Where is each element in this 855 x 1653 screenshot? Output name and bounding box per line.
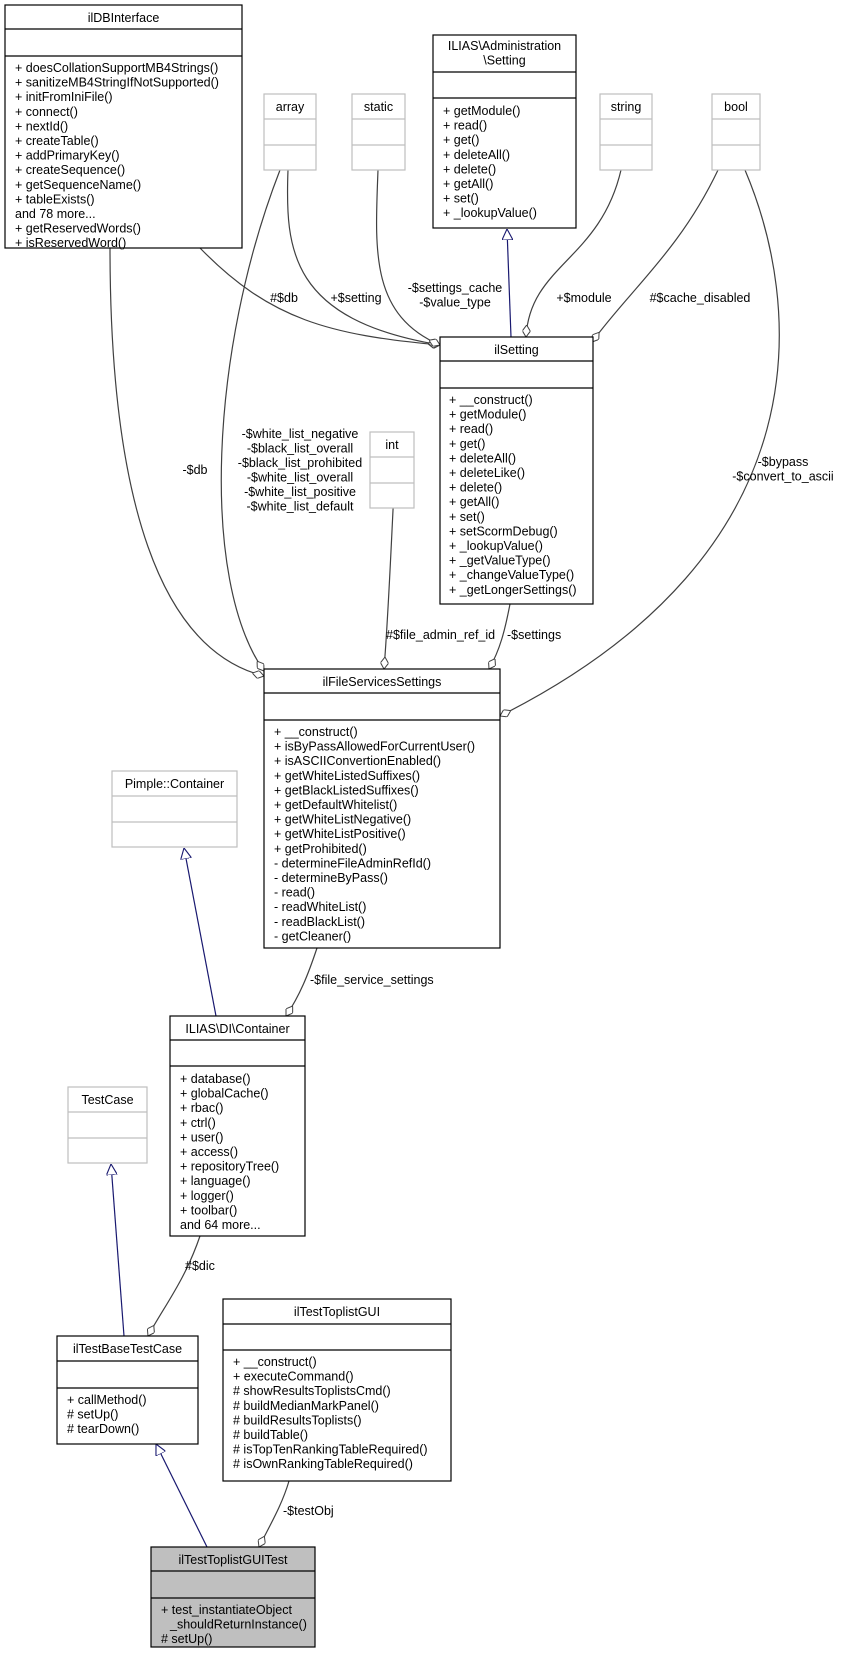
edge-fileservices-to-dicontainer	[286, 947, 318, 1016]
edges	[109, 169, 780, 1548]
class-administration-setting: ILIAS\Administration\Setting + getModule…	[432, 34, 577, 229]
class-array: array	[263, 93, 317, 171]
class-string: string	[599, 93, 653, 171]
edge-ilsetting-to-fileservices	[489, 603, 511, 669]
class-title: static	[364, 100, 393, 114]
class-title: bool	[724, 100, 748, 114]
class-title: ilSetting	[494, 343, 539, 357]
class-title: Pimple::Container	[125, 777, 224, 791]
edge-db-to-ilsetting	[199, 247, 440, 345]
class-members: + __construct() + getModule() + read() +…	[449, 393, 578, 597]
class-members: + getModule() + read() + get() + deleteA…	[443, 104, 537, 220]
class-title: ilFileServicesSettings	[323, 675, 442, 689]
class-title: int	[385, 438, 399, 452]
edge-toplisttest-inherits-basetestcase	[156, 1444, 208, 1548]
class-title: ilTestToplistGUITest	[178, 1553, 288, 1567]
class-title: ilTestBaseTestCase	[73, 1342, 182, 1356]
class-title: TestCase	[81, 1093, 133, 1107]
edge-label-setting: +$setting	[330, 291, 381, 305]
class-ildbinterface: ilDBInterface + doesCollationSupportMB4S…	[4, 4, 243, 250]
class-members: + __construct() + isByPassAllowedForCurr…	[274, 725, 479, 943]
class-members: + doesCollationSupportMB4Strings() + san…	[15, 61, 222, 250]
edge-ilsetting-inherits-adminsetting	[507, 229, 511, 338]
edge-label-file-admin: #$file_admin_ref_id	[386, 628, 495, 642]
edge-label-dic: #$dic	[185, 1259, 215, 1273]
class-di-container: ILIAS\DI\Container + database() + global…	[169, 1015, 306, 1237]
edge-label-file-service: -$file_service_settings	[310, 973, 434, 987]
class-box	[4, 4, 243, 249]
edge-label-testobj: -$testObj	[283, 1504, 334, 1518]
edge-array-to-fileservices	[220, 169, 281, 671]
class-title: ILIAS\Administration\Setting	[448, 39, 561, 68]
class-members: + __construct() + executeCommand() # sho…	[233, 1355, 431, 1471]
class-members: + database() + globalCache() + rbac() + …	[180, 1072, 283, 1232]
class-title: string	[611, 100, 642, 114]
class-iltesttoplistguitest: ilTestToplistGUITest + test_instantiateO…	[150, 1546, 316, 1648]
class-members: + test_instantiateObject _shouldReturnIn…	[161, 1603, 310, 1646]
class-ilsetting: ilSetting + __construct() + getModule() …	[439, 336, 594, 605]
edge-label-white-lists: -$white_list_negative-$black_list_overal…	[238, 427, 362, 514]
class-members: + callMethod() # setUp() # tearDown()	[67, 1393, 150, 1436]
edge-label-db-fss: -$db	[182, 463, 207, 477]
class-title: array	[276, 100, 305, 114]
class-pimple-container: Pimple::Container	[111, 770, 238, 848]
edge-label-settings-cache: -$settings_cache-$value_type	[408, 281, 503, 310]
class-ilfileservicessettings: ilFileServicesSettings + __construct() +…	[263, 668, 501, 949]
edge-static-to-ilsetting	[375, 169, 440, 345]
edge-label-module: +$module	[556, 291, 611, 305]
edge-bool-to-ilsetting	[592, 169, 719, 342]
class-title: ILIAS\DI\Container	[185, 1022, 289, 1036]
class-bool: bool	[711, 93, 761, 171]
edge-toplistgui-to-toplisttest	[259, 1480, 290, 1547]
class-iltesttoplistgui: ilTestToplistGUI + __construct() + execu…	[222, 1298, 452, 1482]
class-static: static	[351, 93, 406, 171]
edge-basetestcase-inherits-testcase	[111, 1164, 125, 1337]
edge-db-to-fileservices	[109, 247, 264, 676]
edge-label-cache-disabled: #$cache_disabled	[650, 291, 751, 305]
edge-string-to-ilsetting	[526, 169, 622, 337]
edge-label-bypass: -$bypass-$convert_to_ascii	[732, 455, 833, 484]
edge-dicontainer-inherits-pimple	[184, 848, 217, 1017]
class-testcase: TestCase	[67, 1086, 148, 1164]
class-title: ilTestToplistGUI	[294, 1305, 380, 1319]
class-int: int	[369, 431, 415, 509]
edge-dicontainer-to-basetestcase	[148, 1235, 201, 1336]
edge-bool-to-fileservices	[500, 169, 780, 716]
edge-int-to-fileservices	[384, 489, 395, 669]
class-iltestbasetestcase: ilTestBaseTestCase + callMethod() # setU…	[56, 1335, 199, 1445]
edge-label-db: #$db	[270, 291, 298, 305]
edge-array-to-ilsetting	[286, 169, 440, 345]
class-title: ilDBInterface	[88, 11, 160, 25]
edge-labels: #$db +$setting -$settings_cache-$value_t…	[182, 281, 833, 1518]
edge-label-settings: -$settings	[507, 628, 561, 642]
